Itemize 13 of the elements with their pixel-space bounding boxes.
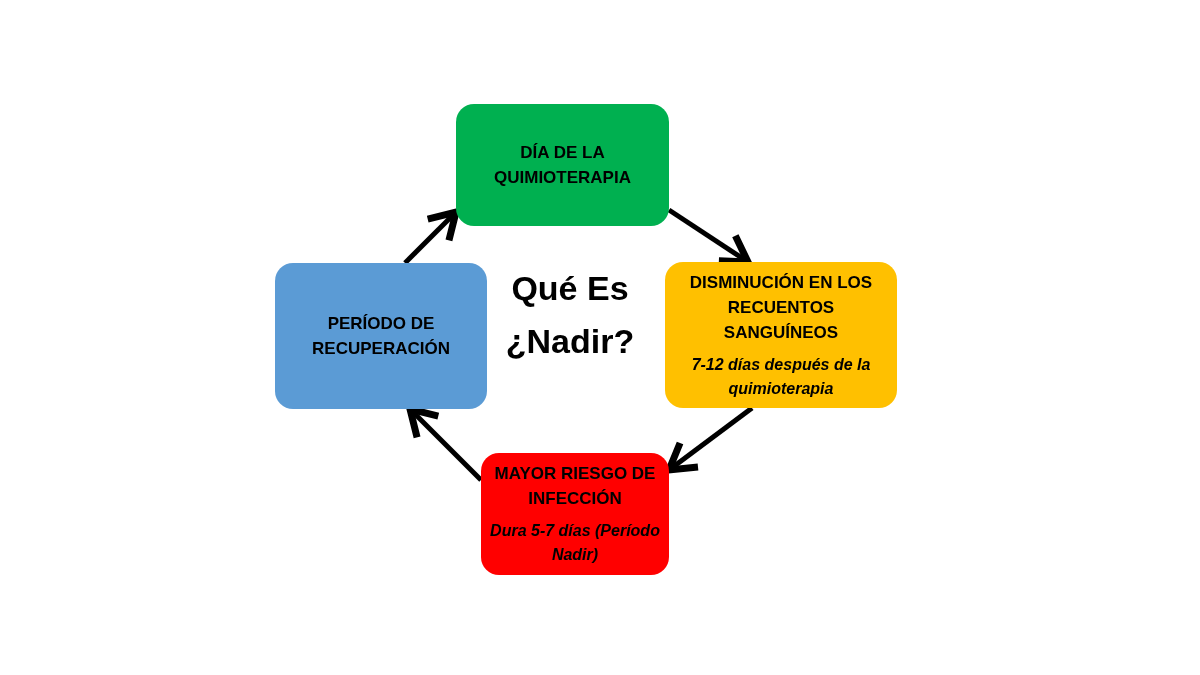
- arrow: [665, 406, 754, 474]
- process-box: [275, 263, 487, 409]
- process-box: [456, 104, 669, 226]
- process-box: [481, 453, 669, 575]
- step-note: 7-12 días después de la quimioterapia: [690, 354, 872, 399]
- step-note: Dura 5-7 días (Período Nadir): [489, 521, 661, 565]
- center-title: Qué Es ¿Nadir?: [504, 268, 636, 362]
- step-heading: DISMINUCIÓN EN LOS RECUENTOS SANGUÍNEOS: [688, 271, 874, 344]
- step-heading: DÍA DE LA QUIMIOTERAPIA: [493, 142, 632, 189]
- step-heading: PERÍODO DE RECUPERACIÓN: [311, 313, 451, 360]
- step-heading: MAYOR RIESGO DE INFECCIÓN: [493, 463, 657, 510]
- arrow: [403, 208, 460, 265]
- process-box: [665, 262, 897, 408]
